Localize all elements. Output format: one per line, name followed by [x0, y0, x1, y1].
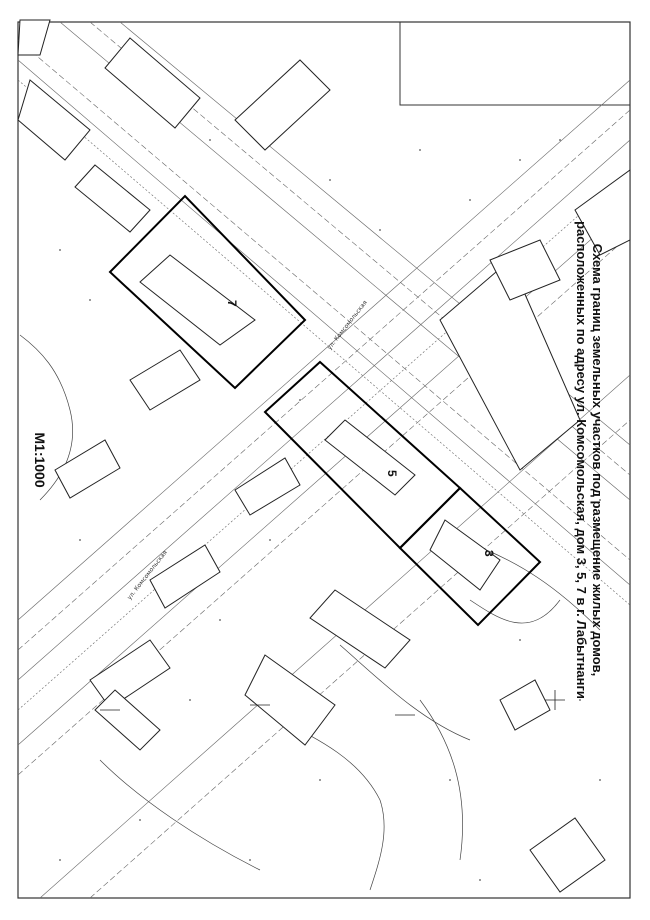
inset-box	[399, 22, 630, 106]
plot-labels: 7 5 3	[225, 300, 496, 557]
plot-number-5: 5	[385, 470, 399, 477]
map-frame	[17, 21, 631, 899]
building	[17, 19, 51, 56]
building	[17, 79, 91, 161]
map-title-line-1: Схема границ земельных участков под разм…	[590, 243, 605, 677]
building	[244, 654, 336, 746]
building	[149, 544, 221, 609]
grid-crosses	[100, 690, 565, 716]
building	[574, 169, 631, 256]
building	[499, 679, 551, 731]
plot-boundaries	[108, 194, 542, 627]
plot-boundary-7	[108, 194, 307, 390]
building	[129, 349, 201, 411]
plot-number-7: 7	[225, 300, 239, 307]
map-title-line-2: расположенных по адресу ул. Комсомольска…	[574, 221, 589, 699]
building-house-7	[139, 254, 256, 346]
building	[234, 457, 301, 516]
scale-label: М1:1000	[32, 432, 48, 488]
plot-number-3: 3	[482, 550, 496, 557]
building	[439, 259, 581, 471]
building	[104, 37, 201, 129]
building	[74, 164, 151, 233]
map-title: Схема границ земельных участков под разм…	[565, 120, 605, 800]
building	[54, 439, 121, 499]
street-label: ул. Комсомольская	[326, 299, 369, 351]
building	[529, 817, 606, 893]
building	[309, 589, 411, 669]
buildings	[17, 19, 631, 893]
survey-marks	[59, 139, 601, 881]
building-house-5	[324, 419, 416, 496]
building-house-3	[429, 519, 501, 591]
building	[94, 689, 161, 751]
building	[234, 59, 331, 151]
contour-lines	[19, 334, 601, 891]
building	[89, 639, 171, 709]
plot-boundary-3	[398, 486, 542, 627]
building	[489, 239, 561, 301]
